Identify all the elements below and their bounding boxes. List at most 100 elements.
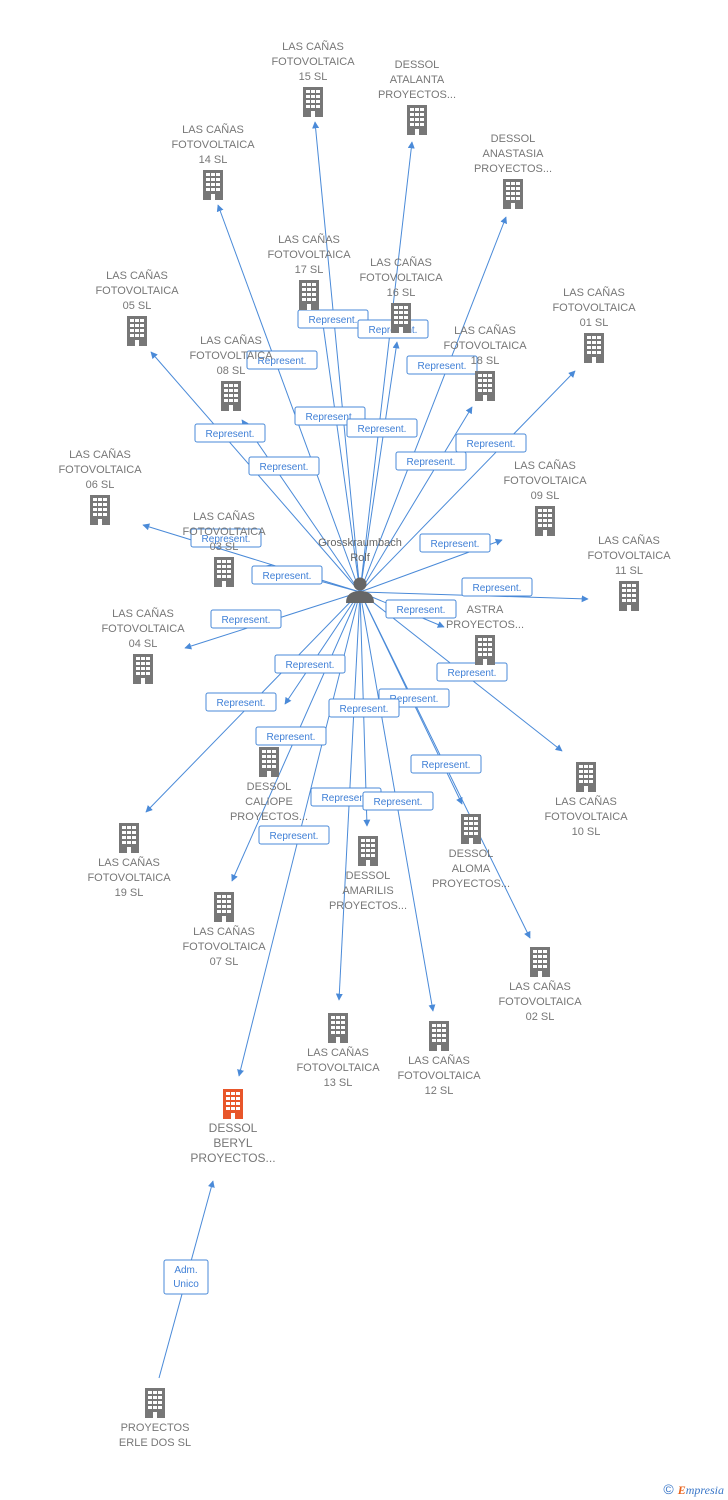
edge-label-lc16-text: Represent. xyxy=(358,424,407,435)
edge-label-anastasia[interactable]: Represent. xyxy=(406,355,478,375)
edge-label-caliope[interactable]: Represent. xyxy=(274,654,346,674)
edge-label-lc07[interactable]: Represent. xyxy=(255,726,327,746)
edge-label-lc08[interactable]: Represent. xyxy=(248,456,320,476)
company-name-line: LAS CAÑAS xyxy=(282,40,344,53)
edge-label-lc03[interactable]: Represent. xyxy=(251,565,323,585)
edge-label-astra[interactable]: Represent. xyxy=(385,599,457,619)
company-name-line: FOTOVOLTAICA xyxy=(267,249,351,261)
empresia-logo: ©Empresia xyxy=(663,1481,724,1498)
edge-label-lc14-text: Represent. xyxy=(258,356,307,367)
edge-label-beryl[interactable]: Represent. xyxy=(258,825,330,845)
edge-lc14 xyxy=(216,204,361,593)
company-name-line: PROYECTOS... xyxy=(329,900,407,912)
edge-label-anastasia-box xyxy=(406,355,478,375)
building-icon xyxy=(203,170,223,200)
brand-initial: E xyxy=(677,1483,686,1497)
edge-label-lc14[interactable]: Represent. xyxy=(246,350,318,370)
company-node-aloma[interactable]: DESSOLALOMAPROYECTOS... xyxy=(432,814,510,890)
edge-label-lc01[interactable]: Represent. xyxy=(455,433,527,453)
edge-label-lc19[interactable]: Represent. xyxy=(205,692,277,712)
building-icon xyxy=(576,762,596,792)
company-name-line: LAS CAÑAS xyxy=(182,123,244,136)
edge-label-lc10[interactable]: Represent. xyxy=(436,662,508,682)
company-name-line: LAS CAÑAS xyxy=(106,269,168,282)
edge-lc15 xyxy=(312,121,361,593)
building-icon xyxy=(145,1388,165,1418)
edge-label-lc12[interactable]: Represent. xyxy=(362,791,434,811)
edge-label-lc16[interactable]: Represent. xyxy=(346,418,418,438)
company-name-line: 18 SL xyxy=(471,355,500,367)
edge-lc16 xyxy=(359,341,400,593)
edge-label-adm-unico-text: Adm. xyxy=(174,1265,197,1276)
company-name-line: PROYECTOS xyxy=(121,1422,190,1434)
edge-label-lc01-text: Represent. xyxy=(467,439,516,450)
edge-label-lc06[interactable]: Represent. xyxy=(190,528,262,548)
edge-label-adm-unico-box xyxy=(163,1259,209,1295)
company-node-astra[interactable]: ASTRAPROYECTOS... xyxy=(446,604,524,665)
building-icon xyxy=(429,1021,449,1051)
edge-label-lc04-box xyxy=(210,609,282,629)
company-name-line: LAS CAÑAS xyxy=(98,856,160,869)
edge-label-lc16-box xyxy=(346,418,418,438)
edge-label-lc01-box xyxy=(455,433,527,453)
company-node-atalanta[interactable]: DESSOLATALANTAPROYECTOS... xyxy=(378,59,456,135)
company-node-amarilis[interactable]: DESSOLAMARILISPROYECTOS... xyxy=(329,836,407,912)
edge-label-lc04[interactable]: Represent. xyxy=(210,609,282,629)
edge-label-lc05[interactable]: Represent. xyxy=(194,423,266,443)
company-node-caliope[interactable]: DESSOLCALIOPEPROYECTOS... xyxy=(230,747,308,823)
company-name-line: AMARILIS xyxy=(342,885,393,897)
company-name-line: FOTOVOLTAICA xyxy=(503,475,587,487)
person-icon xyxy=(346,591,374,603)
edge-label-anastasia-text: Represent. xyxy=(418,361,467,372)
edge-label-lc15[interactable]: Represent. xyxy=(297,309,369,329)
company-name-line: FOTOVOLTAICA xyxy=(587,550,671,562)
company-name-line: 16 SL xyxy=(387,287,416,299)
company-node-beryl[interactable]: DESSOLBERYLPROYECTOS... xyxy=(190,1089,276,1165)
company-name-line: 12 SL xyxy=(425,1085,454,1097)
edge-label-lc17-text: Represent. xyxy=(306,412,355,423)
edge-label-lc14-box xyxy=(246,350,318,370)
company-name-line: 11 SL xyxy=(615,565,643,577)
company-name-line: 15 SL xyxy=(299,71,328,83)
edge-label-lc02-box xyxy=(410,754,482,774)
company-name-line: FOTOVOLTAICA xyxy=(359,272,443,284)
edge-label-lc11[interactable]: Represent. xyxy=(461,577,533,597)
edge-label-amarilis-text: Represent. xyxy=(340,704,389,715)
company-name-line: DESSOL xyxy=(247,781,292,793)
company-name-line: 19 SL xyxy=(115,887,144,899)
edge-label-adm-unico[interactable]: Adm.Unico xyxy=(163,1259,209,1295)
building-icon xyxy=(535,506,555,536)
edge-label-lc12-box xyxy=(362,791,434,811)
building-icon xyxy=(90,495,110,525)
edge-label-amarilis[interactable]: Represent. xyxy=(328,698,400,718)
edge-label-caliope-text: Represent. xyxy=(286,660,335,671)
edge-label-lc18[interactable]: Represent. xyxy=(395,451,467,471)
edge-label-lc09[interactable]: Represent. xyxy=(419,533,491,553)
company-node-anastasia[interactable]: DESSOLANASTASIAPROYECTOS... xyxy=(474,133,552,209)
edge-label-lc19-box xyxy=(205,692,277,712)
building-icon xyxy=(303,87,323,117)
edge-label-lc02[interactable]: Represent. xyxy=(410,754,482,774)
building-icon xyxy=(259,747,279,777)
